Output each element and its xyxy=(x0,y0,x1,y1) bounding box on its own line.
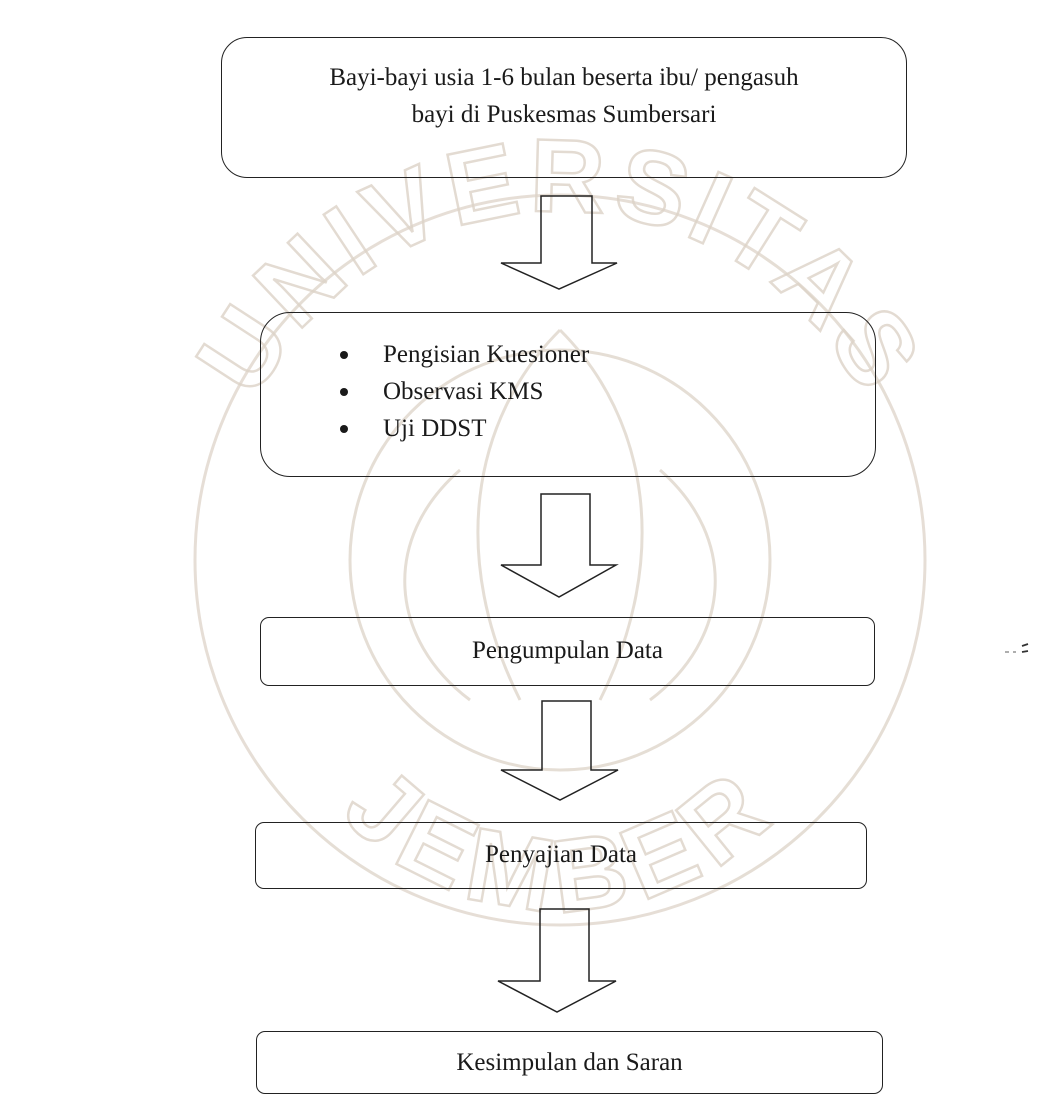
step-subjects-line-2: bayi di Puskesmas Sumbersari xyxy=(411,101,717,128)
step-box-conclusion: Kesimpulan dan Saran xyxy=(256,1031,883,1094)
step-box-subjects: Bayi-bayi usia 1-6 bulan beserta ibu/ pe… xyxy=(221,37,907,178)
arrow-down-3 xyxy=(500,700,619,801)
step-data-presentation-label: Penyajian Data xyxy=(484,841,638,868)
arrow-down-4 xyxy=(497,908,617,1013)
methods-item-label: Observasi KMS xyxy=(383,378,544,405)
methods-list-item: Observasi KMS xyxy=(335,373,589,410)
step-data-collection-label: Pengumpulan Data xyxy=(472,637,663,664)
methods-list-item: Pengisian Kuesioner xyxy=(335,336,589,373)
step-box-data-presentation: Penyajian Data xyxy=(255,822,867,889)
step-subjects-text: Bayi-bayi usia 1-6 bulan beserta ibu/ pe… xyxy=(222,59,906,133)
step-subjects-line-1: Bayi-bayi usia 1-6 bulan beserta ibu/ pe… xyxy=(329,64,799,91)
step-box-methods: Pengisian Kuesioner Observasi KMS Uji DD… xyxy=(260,312,876,477)
arrow-down-2 xyxy=(500,493,619,598)
step-box-data-collection: Pengumpulan Data xyxy=(260,617,875,686)
bullet-dot-icon xyxy=(340,425,348,433)
methods-list-item: Uji DDST xyxy=(335,410,589,447)
scan-speck-marks xyxy=(1005,643,1029,653)
methods-item-label: Uji DDST xyxy=(383,415,487,442)
arrow-down-1 xyxy=(500,195,618,290)
step-conclusion-label: Kesimpulan dan Saran xyxy=(456,1049,683,1076)
methods-item-label: Pengisian Kuesioner xyxy=(383,341,590,368)
bullet-dot-icon xyxy=(340,388,348,396)
bullet-dot-icon xyxy=(340,351,348,359)
methods-list: Pengisian Kuesioner Observasi KMS Uji DD… xyxy=(335,336,589,447)
